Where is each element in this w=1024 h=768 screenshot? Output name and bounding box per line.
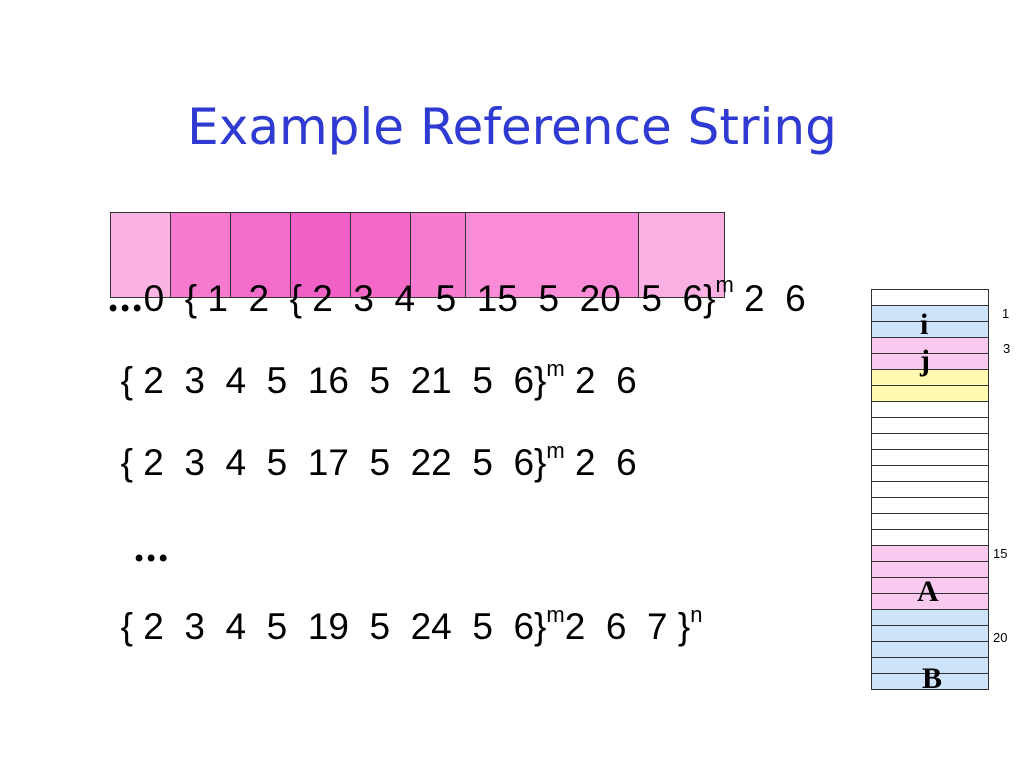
exponent: m — [546, 356, 565, 381]
memory-cell — [871, 481, 989, 497]
window-6 — [465, 212, 640, 298]
leading-ellipsis: … — [106, 276, 144, 320]
memory-cell — [871, 433, 989, 449]
index-15: 15 — [993, 546, 1008, 561]
memory-cell — [871, 545, 989, 561]
row-tail: 2 6 7 } — [564, 606, 691, 647]
exponent: m — [546, 602, 565, 627]
index-3: 3 — [1003, 341, 1011, 356]
row-tail: 2 6 — [564, 442, 637, 483]
row-text: 0 { 1 2 { 2 3 4 5 15 5 20 5 6} — [143, 278, 716, 319]
memory-cell — [871, 449, 989, 465]
reference-row-5: { 2 3 4 5 19 5 24 5 6}m2 6 7 }n — [100, 564, 703, 648]
label-j: j — [920, 344, 930, 377]
memory-cell — [871, 529, 989, 545]
row-tail: 2 6 — [733, 278, 806, 319]
memory-diagram — [871, 289, 989, 690]
memory-cell — [871, 417, 989, 433]
memory-cell — [871, 673, 989, 690]
memory-cell — [871, 401, 989, 417]
memory-cell — [871, 641, 989, 657]
ellipsis-row: … — [112, 484, 170, 570]
exponent-n: n — [690, 602, 703, 627]
index-20: 20 — [993, 630, 1008, 645]
memory-cell — [871, 369, 989, 385]
window-1 — [170, 212, 232, 298]
middle-ellipsis: … — [132, 526, 170, 570]
slide-title: Example Reference String — [187, 98, 837, 156]
row-text: { 2 3 4 5 16 5 21 5 6} — [120, 360, 547, 401]
memory-cell — [871, 657, 989, 673]
row-text: { 2 3 4 5 19 5 24 5 6} — [120, 606, 547, 647]
memory-cell — [871, 497, 989, 513]
memory-cell — [871, 321, 989, 337]
row-text: { 2 3 4 5 17 5 22 5 6} — [120, 442, 547, 483]
memory-cell — [871, 465, 989, 481]
exponent: m — [715, 272, 734, 297]
reference-row-3: { 2 3 4 5 17 5 22 5 6}m 2 6 — [100, 400, 637, 484]
index-1: 1 — [1002, 306, 1010, 321]
window-7 — [638, 212, 725, 298]
memory-cell — [871, 337, 989, 353]
window-0 — [110, 212, 172, 298]
label-i: i — [920, 308, 929, 341]
reference-row-2: { 2 3 4 5 16 5 21 5 6}m 2 6 — [100, 318, 637, 402]
memory-cell — [871, 353, 989, 369]
label-B: B — [922, 662, 943, 695]
memory-cell — [871, 561, 989, 577]
reference-row-1: …0 { 1 2 { 2 3 4 5 15 5 20 5 6}m 2 6 — [86, 234, 806, 320]
exponent: m — [546, 438, 565, 463]
memory-cell — [871, 513, 989, 529]
memory-cell — [871, 385, 989, 401]
memory-cell — [871, 593, 989, 609]
memory-cell — [871, 577, 989, 593]
memory-cell — [871, 625, 989, 641]
label-A: A — [917, 575, 939, 608]
row-tail: 2 6 — [564, 360, 637, 401]
memory-cell — [871, 609, 989, 625]
memory-cell — [871, 289, 989, 305]
memory-cell — [871, 305, 989, 321]
window-2 — [230, 212, 292, 298]
